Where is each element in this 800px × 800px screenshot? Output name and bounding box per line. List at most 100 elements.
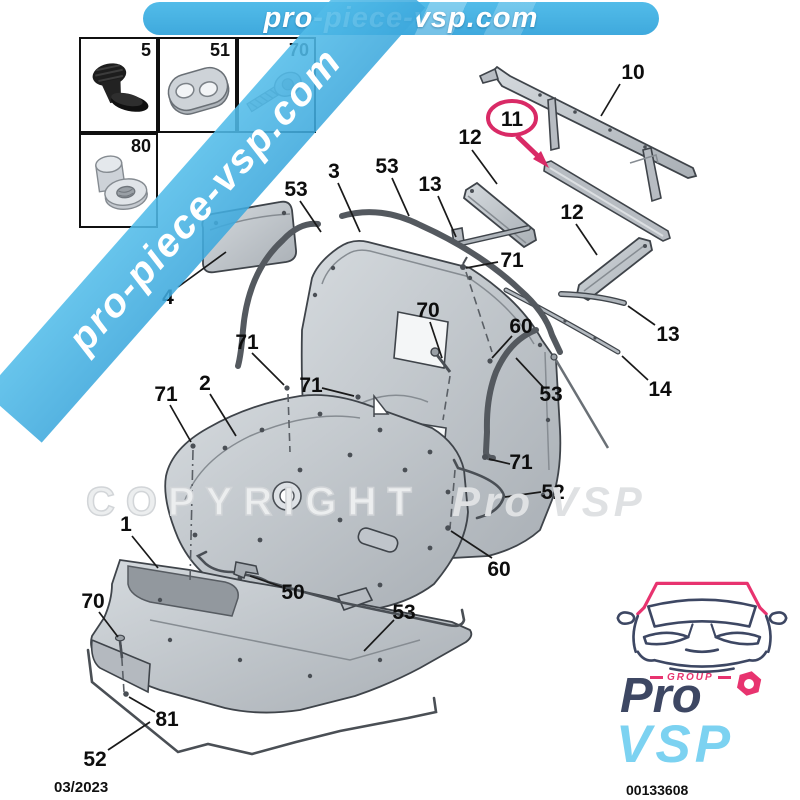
leader-line-12 bbox=[575, 223, 598, 256]
leader-line-71 bbox=[321, 387, 355, 397]
part-label-12: 12 bbox=[560, 201, 583, 224]
wire-52-bottom bbox=[86, 648, 438, 756]
dash-decoration bbox=[717, 676, 731, 679]
leader-line-70 bbox=[429, 321, 443, 359]
part-label-71: 71 bbox=[500, 249, 524, 272]
logo-vsp-text: VSP bbox=[616, 715, 735, 774]
part-10-rear-frame-rail bbox=[478, 65, 698, 203]
highlight-arrow bbox=[515, 134, 549, 168]
leader-line-60 bbox=[450, 530, 493, 559]
part-label-60: 60 bbox=[487, 558, 510, 581]
screw-81 bbox=[123, 691, 129, 697]
part-label-1: 1 bbox=[120, 513, 132, 536]
axis-70c bbox=[442, 375, 451, 421]
axis-71a bbox=[465, 271, 493, 353]
leader-line-12 bbox=[471, 149, 498, 185]
part-number: 5 bbox=[140, 40, 151, 60]
part-label-81: 81 bbox=[155, 708, 179, 731]
leader-line-71 bbox=[251, 352, 285, 386]
part-label-52: 52 bbox=[83, 748, 106, 771]
seal-53-left bbox=[235, 220, 321, 369]
leader-line-13 bbox=[627, 305, 656, 326]
part-label-71: 71 bbox=[299, 374, 323, 397]
corner-bracket bbox=[373, 393, 390, 417]
part-label-14: 14 bbox=[648, 378, 672, 401]
part-2-floor-pan bbox=[164, 394, 469, 613]
part-label-2: 2 bbox=[199, 372, 211, 395]
leader-line-81 bbox=[128, 696, 156, 713]
screw-71-a bbox=[460, 256, 468, 270]
part-label-50: 50 bbox=[281, 581, 304, 604]
footer-doc-number: 00133608 bbox=[626, 782, 689, 798]
dash-decoration bbox=[650, 676, 663, 679]
highlight-ellipse bbox=[486, 99, 538, 137]
bracket-50 bbox=[233, 561, 260, 579]
leader-line-71 bbox=[169, 404, 192, 443]
leader-line-10 bbox=[600, 83, 621, 117]
leader-line-53 bbox=[515, 357, 544, 388]
provsp-logo: GROUP Pro VSP bbox=[612, 576, 797, 786]
axis-71d bbox=[189, 449, 194, 583]
grommet-icon bbox=[167, 66, 230, 115]
part-label-10: 10 bbox=[621, 61, 644, 84]
leader-line-2 bbox=[209, 393, 237, 437]
logo-group-label: GROUP bbox=[650, 672, 731, 683]
screw-70-center bbox=[430, 347, 452, 373]
part-label-53: 53 bbox=[392, 601, 415, 624]
leader-line-71 bbox=[488, 458, 511, 465]
long-bolt bbox=[550, 353, 610, 449]
part-label-13: 13 bbox=[656, 323, 679, 346]
wire-50 bbox=[195, 550, 466, 628]
leader-line-53 bbox=[299, 200, 322, 233]
brand-watermark: Pro VSP bbox=[452, 478, 646, 525]
copyright-watermark: COPYRIGHT bbox=[85, 479, 423, 525]
leader-line-70 bbox=[98, 611, 119, 638]
part-label-53: 53 bbox=[375, 155, 398, 178]
screw-71-c bbox=[284, 385, 290, 391]
leader-line-53 bbox=[391, 177, 410, 217]
part-number: 51 bbox=[209, 40, 230, 60]
trim-clip-icon bbox=[92, 63, 149, 112]
inset-box-5: 5 bbox=[79, 37, 158, 133]
part-label-71: 71 bbox=[509, 451, 533, 474]
part-label-3: 3 bbox=[328, 160, 340, 183]
leader-line-60 bbox=[491, 335, 513, 359]
label-layer: 1011121312131453533717060471712715371521… bbox=[81, 61, 679, 771]
leader-line-52 bbox=[504, 491, 542, 498]
axis-71e bbox=[449, 469, 456, 529]
part-label-11-highlighted: 11 bbox=[501, 108, 524, 131]
inset-box-80: 80 bbox=[79, 133, 158, 228]
screw-71-e bbox=[482, 454, 488, 460]
seal-53-top bbox=[339, 209, 563, 355]
leader-line-4 bbox=[177, 251, 227, 288]
part-13-rod-lower bbox=[558, 291, 627, 306]
footer-date: 03/2023 bbox=[54, 779, 109, 796]
leader-line-14 bbox=[621, 355, 649, 381]
leader-line-53 bbox=[363, 619, 395, 652]
part-label-60: 60 bbox=[509, 315, 532, 338]
screw-60-b bbox=[445, 525, 451, 531]
screw-71-b bbox=[355, 394, 361, 400]
leader-line-13 bbox=[437, 195, 457, 238]
part-label-71: 71 bbox=[154, 383, 178, 406]
wire-52-right bbox=[452, 458, 506, 520]
leader-line-50 bbox=[249, 575, 283, 588]
logo-pro-text: Pro bbox=[620, 669, 702, 723]
part-12-bar-lower bbox=[575, 237, 654, 302]
part-label-52: 52 bbox=[541, 481, 564, 504]
part-label-70: 70 bbox=[416, 299, 439, 322]
hex-nut-icon bbox=[736, 671, 762, 696]
part-label-70: 70 bbox=[81, 590, 104, 613]
leader-line-52 bbox=[107, 721, 151, 751]
car-outline-icon bbox=[616, 581, 788, 674]
part-label-53: 53 bbox=[284, 178, 307, 201]
leader-line-3 bbox=[337, 182, 361, 233]
part-number: 80 bbox=[130, 136, 151, 156]
screw-71-d bbox=[190, 443, 196, 449]
inset-box-51: 51 bbox=[158, 37, 237, 133]
screw-60-a bbox=[487, 358, 493, 364]
axis-71c bbox=[287, 393, 291, 453]
leader-line-71 bbox=[465, 261, 499, 269]
